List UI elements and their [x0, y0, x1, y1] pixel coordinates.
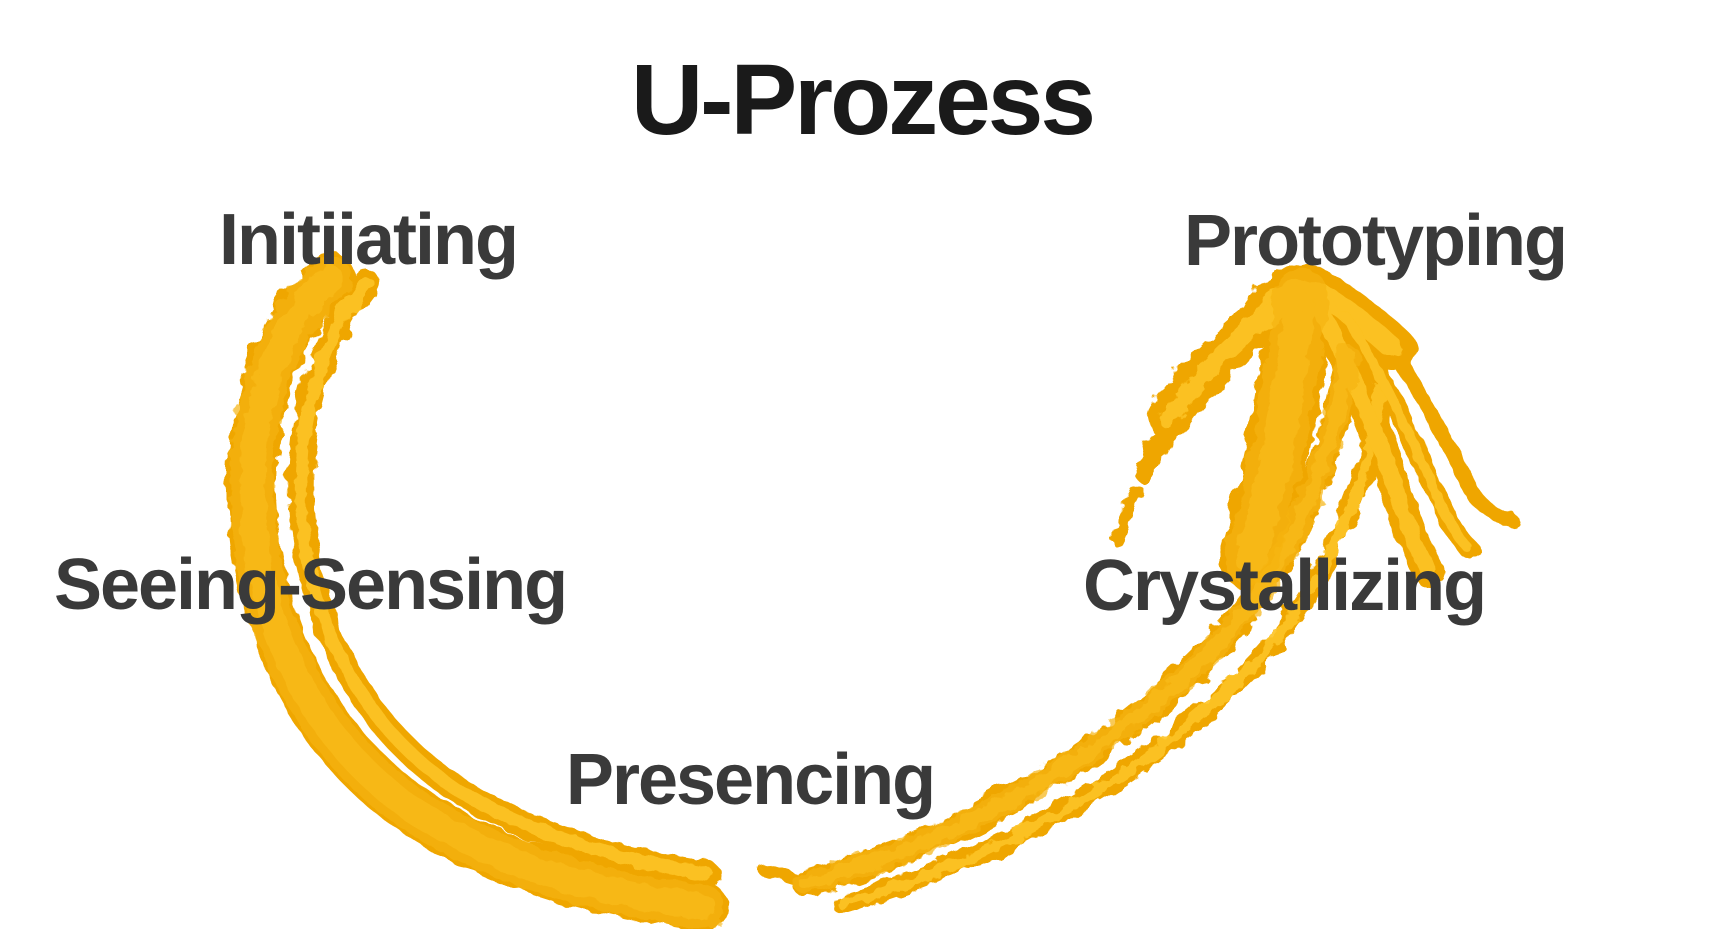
stage-label-crystallizing: Crystallizing — [1082, 546, 1487, 626]
stage-label-seeing-sensing: Seeing-Sensing — [53, 545, 568, 625]
stage-label-prototyping: Prototyping — [1184, 201, 1568, 281]
arrowhead-left-barb-tail — [1116, 491, 1137, 538]
stage-label-initiating: Initiiating — [219, 200, 519, 280]
stage-label-presencing: Presencing — [565, 740, 936, 820]
page-title: U-Prozess — [630, 44, 1096, 156]
